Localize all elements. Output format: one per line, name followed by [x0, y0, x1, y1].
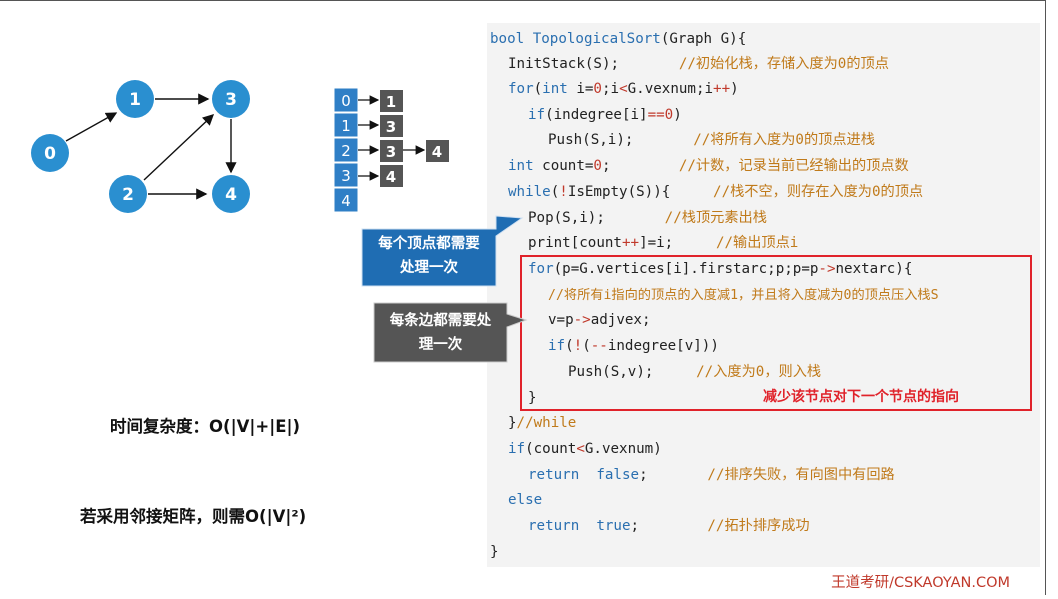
edge-0-1	[65, 112, 118, 142]
vertex-callout: 每个顶点都需要 处理一次	[362, 232, 496, 280]
code-line-13: if(!(--indegree[v]))	[548, 338, 719, 354]
code-line-7: while(!IsEmpty(S)){ //栈不空，则存在入度为0的顶点	[508, 184, 924, 200]
node-label: 2	[122, 185, 134, 205]
node-label: 4	[225, 185, 237, 205]
adj-head-label: 0	[341, 92, 351, 110]
graph-node-4: 4	[212, 175, 250, 213]
code-line-17: if(count<G.vexnum)	[508, 441, 662, 457]
code-line-2: InitStack(S); //初始化栈，存储入度为0的顶点	[508, 56, 889, 72]
code-line-1: bool TopologicalSort(Graph G){	[490, 31, 747, 47]
code-line-19: else	[508, 492, 543, 508]
graph-diagram: 0 1 2 3 4 0 1 2 3 4 1 3	[31, 80, 449, 213]
footer-brand: 王道考研/CSKAOYAN.COM	[831, 575, 1010, 591]
edge-callout-shape	[373, 302, 528, 363]
code-line-15: }	[528, 390, 537, 406]
adj-head-label: 3	[341, 167, 351, 185]
adj-head-label: 1	[341, 117, 351, 135]
graph-node-3: 3	[212, 80, 250, 118]
time-complexity-text: 时间复杂度：O(|V|+|E|)	[110, 417, 301, 436]
highlight-box	[520, 255, 1032, 411]
graph-node-0: 0	[31, 134, 69, 172]
graph-node-1: 1	[116, 80, 154, 118]
code-line-3: for(int i=0;i<G.vexnum;i++)	[508, 81, 739, 97]
edge-callout-line2: 理一次	[418, 337, 463, 353]
adj-entry-label: 4	[432, 143, 442, 161]
code-line-12: v=p->adjvex;	[548, 312, 651, 328]
vertex-callout-line1: 每个顶点都需要	[378, 236, 480, 252]
code-panel	[487, 23, 1040, 567]
code-line-10: for(p=G.vertices[i].firstarc;p;p=p->next…	[528, 261, 913, 277]
code-line-9: print[count++]=i; //输出顶点i	[528, 235, 799, 251]
code-line-21: }	[490, 544, 499, 560]
adj-head-column: 0 1 2 3 4	[333, 87, 359, 213]
edge-callout-line1: 每条边都需要处	[389, 313, 492, 329]
code-line-5: Push(S,i); //将所有入度为0的顶点进栈	[548, 132, 875, 148]
edge-2-3	[143, 114, 215, 181]
code-line-16: }//while	[508, 415, 577, 431]
red-annotation: 减少该节点对下一个节点的指向	[763, 389, 959, 405]
node-label: 0	[44, 144, 56, 164]
vertex-callout-shape	[361, 215, 524, 287]
adj-entry-label: 1	[386, 93, 396, 111]
adj-entry-2-4: 4	[426, 140, 449, 162]
code-line-8: Pop(S,i); //栈顶元素出栈	[528, 210, 767, 226]
adj-entry-2-3: 3	[380, 140, 403, 162]
adj-entry-label: 3	[386, 118, 396, 136]
graph-node-2: 2	[109, 175, 147, 213]
adj-head-label: 2	[341, 142, 351, 160]
adj-entry-0-1: 1	[380, 90, 403, 112]
vertex-callout-line2: 处理一次	[400, 260, 458, 276]
code-line-18: return false; //排序失败，有向图中有回路	[528, 467, 895, 483]
matrix-complexity-text: 若采用邻接矩阵，则需O(|V|²)	[80, 507, 307, 526]
adj-entry-3-4: 4	[380, 165, 403, 187]
edge-callout: 每条边都需要处 理一次	[374, 309, 507, 357]
code-line-6: int count=0; //计数，记录当前已经输出的顶点数	[508, 158, 909, 174]
code-line-20: return true; //拓扑排序成功	[528, 518, 810, 534]
code-line-4: if(indegree[i]==0)	[528, 107, 682, 123]
adj-head-3	[333, 162, 359, 188]
code-line-11: //将所有i指向的顶点的入度减1，并且将入度减为0的顶点压入栈S	[548, 288, 939, 303]
adj-entry-1-3: 3	[380, 115, 403, 137]
node-label: 1	[129, 90, 141, 110]
adj-entry-label: 3	[386, 143, 396, 161]
code-line-14: Push(S,v); //入度为0，则入栈	[568, 364, 822, 380]
adj-head-4	[333, 187, 359, 213]
node-label: 3	[225, 90, 237, 110]
adj-head-label: 4	[341, 192, 351, 210]
adj-entry-label: 4	[386, 168, 396, 186]
